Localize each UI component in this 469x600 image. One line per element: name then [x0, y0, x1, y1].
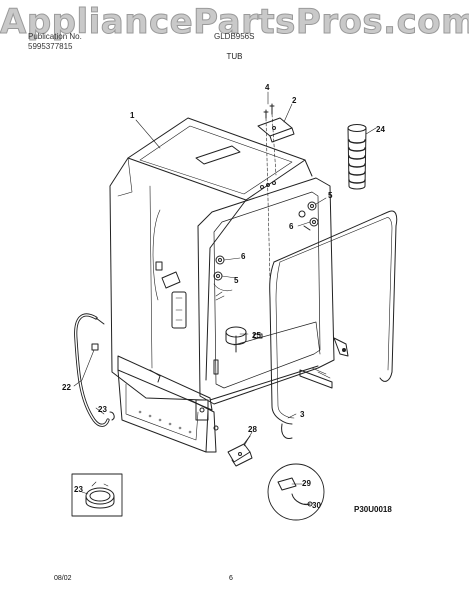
callout-2: 2 [292, 96, 297, 105]
callout-1: 1 [130, 111, 135, 120]
callout-30: 30 [312, 501, 321, 510]
site-watermark: AppliancePartsPros.com [0, 2, 469, 43]
callout-23-inset: 23 [74, 485, 83, 494]
publication-number: 5995377815 [28, 42, 73, 51]
door-hinge-hardware [298, 201, 319, 231]
lower-bracket [227, 435, 253, 467]
tub-body [109, 117, 313, 401]
callout-23-hose: 23 [98, 405, 107, 414]
callout-24: 24 [376, 125, 385, 134]
mounting-bracket [257, 103, 295, 281]
leader-lines [73, 91, 377, 505]
tub-front-frame [197, 177, 349, 405]
callout-3: 3 [300, 410, 305, 419]
callout-5-lower: 5 [234, 276, 239, 285]
inset-detail-box [71, 473, 123, 517]
float-assembly [213, 255, 263, 375]
callout-22: 22 [62, 383, 71, 392]
drain-hose [74, 313, 115, 427]
callout-25: 25 [252, 331, 261, 340]
callout-5-upper: 5 [328, 191, 333, 200]
door-gasket-rail [269, 210, 398, 439]
callout-6-lower: 6 [241, 252, 246, 261]
diagram-title: TUB [226, 52, 243, 61]
tub-base [117, 355, 333, 453]
callout-6-upper: 6 [289, 222, 294, 231]
callout-4: 4 [265, 83, 270, 92]
spring-part [347, 124, 367, 190]
footer-date: 08/02 [54, 575, 72, 582]
callout-29: 29 [302, 479, 311, 488]
inset-detail-circle [267, 463, 325, 521]
model-number: GLDB956S [214, 32, 255, 41]
diagram-code: P30U0018 [354, 505, 392, 514]
footer-page-number: 6 [229, 575, 233, 582]
callout-28: 28 [248, 425, 257, 434]
publication-label: Publication No. [28, 32, 82, 41]
